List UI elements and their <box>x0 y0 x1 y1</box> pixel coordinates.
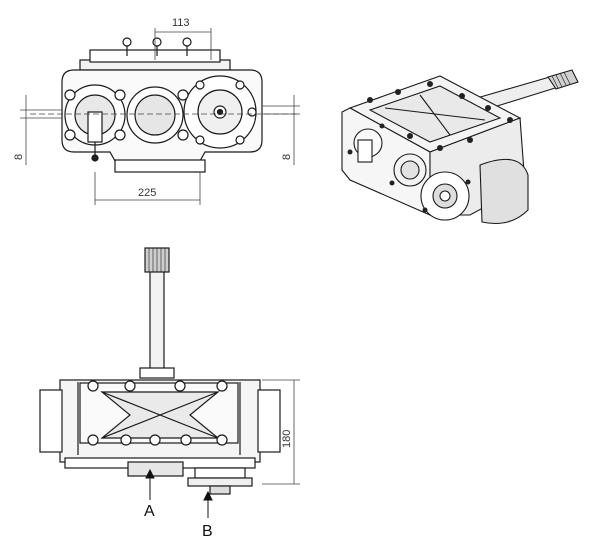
dim-top-width: 113 <box>172 17 190 29</box>
dim-left-height: 8 <box>13 154 25 160</box>
front-view <box>61 37 263 173</box>
callout-arrows <box>145 468 213 518</box>
callout-a-label: A <box>144 503 155 520</box>
front-view-dimensions <box>20 28 300 205</box>
isometric-view <box>341 69 579 225</box>
top-view <box>39 247 281 495</box>
callout-b-label: B <box>202 523 213 540</box>
dim-lower-height: 180 <box>281 430 293 448</box>
top-view-dimensions <box>262 379 300 485</box>
dim-bottom-width: 225 <box>138 187 156 199</box>
dim-right-height: 8 <box>281 154 293 160</box>
